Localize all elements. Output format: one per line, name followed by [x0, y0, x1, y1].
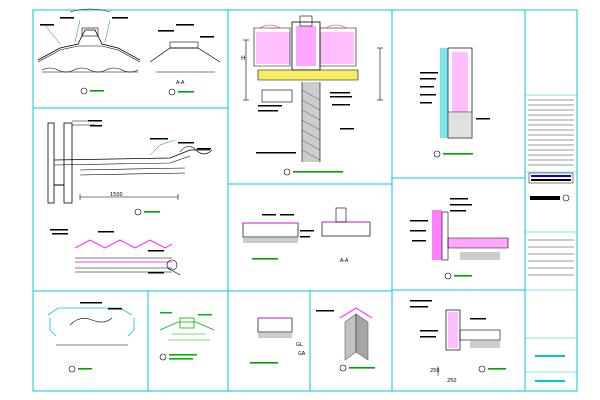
- project-stamp: [528, 172, 574, 184]
- detail-wall-section: [420, 47, 490, 158]
- detail-marker-icon: [168, 88, 176, 96]
- detail-marker-icon: [433, 150, 441, 158]
- detail-ridge-section: [37, 8, 141, 95]
- dimension-250-side: 250: [430, 368, 440, 374]
- outer-border: [32, 9, 578, 392]
- title-block: [525, 94, 577, 382]
- sheet-number-text: [535, 380, 565, 382]
- sheet-frame: [32, 9, 578, 392]
- detail-wall-base: 250 250: [410, 300, 506, 384]
- detail-marker-icon: [80, 87, 88, 95]
- detail-gutter-section: [47, 302, 135, 373]
- project-subtitle-text: [531, 179, 571, 181]
- detail-anchor: [159, 312, 215, 361]
- drawing-number-text: [535, 355, 565, 357]
- detail-marker-icon: [444, 272, 452, 280]
- project-name-text: [531, 175, 571, 177]
- detail-joint-section: A-A: [242, 207, 371, 264]
- detail-column-base: [410, 198, 509, 280]
- detail-cap-connection: A-A: [149, 24, 221, 96]
- company-logo-icon: [562, 194, 570, 202]
- mark-gl: GL: [296, 342, 303, 348]
- elevation-label-h: H: [241, 55, 246, 62]
- detail-slab-section: GL GA: [250, 317, 306, 364]
- detail-roof-sheet: [50, 229, 181, 276]
- section-label-aa-top: A-A: [176, 80, 185, 86]
- detail-marker-icon: [134, 208, 142, 216]
- detail-marker-icon: [159, 353, 167, 361]
- detail-marker-icon: [339, 364, 347, 372]
- mark-ga: GA: [298, 351, 306, 357]
- detail-corner-flashing: [316, 307, 375, 372]
- dimension-250-bottom: 250: [447, 378, 457, 384]
- detail-marker-icon: [68, 365, 76, 373]
- detail-marker-icon: [283, 168, 291, 176]
- detail-eave-section: 1500: [47, 120, 213, 216]
- detail-parapet-section: H: [241, 15, 383, 176]
- detail-marker-icon: [478, 365, 486, 373]
- designer-text: [530, 196, 560, 200]
- section-label-aa-mid: A-A: [340, 258, 349, 264]
- dimension-1500: 1500: [110, 192, 123, 198]
